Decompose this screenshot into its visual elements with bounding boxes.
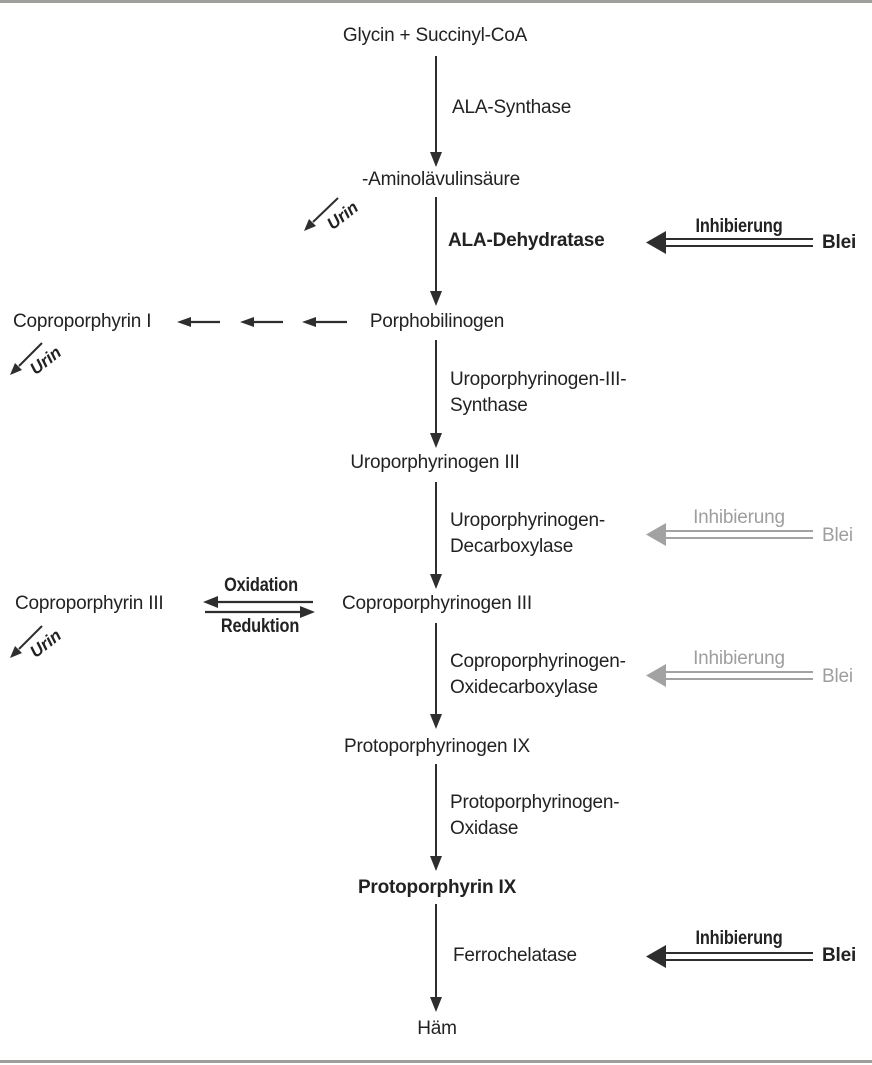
arrow-protoporphyrin-to-haem [430, 904, 442, 1012]
enzyme-ala-dehydratase: ALA-Dehydratase [448, 230, 605, 251]
top-border-line [0, 0, 872, 3]
enzyme-ferrochelatase: Ferrochelatase [453, 945, 577, 966]
enzyme-uroporphyrinogen-decarboxylase: Uroporphyrinogen- Decarboxylase [450, 510, 606, 557]
enzyme-protoporphyrinogen-oxidase: Protoporphyrinogen- Oxidase [450, 792, 620, 839]
label-reduktion: Reduktion [220, 616, 300, 637]
enzyme-coproporphyrinogen-oxidecarboxylase: Coproporphyrinogen- Oxidecarboxylase [450, 651, 626, 698]
arrow-ala-to-porphobilinogen [430, 197, 442, 306]
arrow-protoporphyrinogen-to-protoporphyrin [430, 764, 442, 871]
arrow-porphobilinogen-to-coproporphyrin-i-3 [302, 317, 347, 327]
node-glycin-succinyl-coa: Glycin + Succinyl-CoA [342, 25, 528, 46]
arrow-oxidation [203, 596, 313, 608]
label-inhibierung-4: Inhibierung [695, 928, 783, 949]
arrow-porphobilinogen-to-uroporphyrinogen [430, 340, 442, 448]
arrow-urin-1 [304, 197, 339, 231]
arrow-porphobilinogen-to-coproporphyrin-i-2 [240, 317, 283, 327]
node-aminolaevulinsaeure: -Aminolävulinsäure [362, 169, 520, 190]
arrow-glycin-to-ala [430, 56, 442, 167]
label-oxidation: Oxidation [224, 575, 298, 596]
label-blei-3: Blei [822, 666, 853, 687]
inhibition-arrow-coproporphyrinogen-oxidecarboxylase [646, 664, 813, 687]
enzyme-uroporphyrinogen-iii-synthase: Uroporphyrinogen-III- Synthase [450, 369, 627, 416]
node-uroporphyrinogen-iii: Uroporphyrinogen III [350, 452, 520, 473]
inhibition-arrow-uroporphyrinogen-decarboxylase [646, 523, 813, 546]
label-blei-4: Blei [822, 945, 857, 966]
node-coproporphyrin-i: Coproporphyrin I [13, 311, 152, 332]
node-protoporphyrin-ix: Protoporphyrin IX [357, 877, 517, 898]
label-blei-1: Blei [822, 232, 857, 253]
node-coproporphyrinogen-iii: Coproporphyrinogen III [342, 593, 532, 614]
label-blei-2: Blei [822, 525, 853, 546]
label-inhibierung-3: Inhibierung [693, 648, 785, 669]
bottom-border-line [0, 1060, 872, 1063]
arrow-urin-3 [10, 625, 43, 658]
inhibition-arrow-ala-dehydratase [646, 231, 813, 254]
enzyme-ala-synthase: ALA-Synthase [452, 97, 572, 118]
node-haem: Häm [417, 1018, 457, 1039]
node-protoporphyrinogen-ix: Protoporphyrinogen IX [344, 736, 530, 757]
inhibition-arrow-ferrochelatase [646, 945, 813, 968]
arrow-uroporphyrinogen-to-coproporphyrinogen [430, 482, 442, 589]
arrow-porphobilinogen-to-coproporphyrin-i-1 [177, 317, 220, 327]
arrow-coproporphyrinogen-to-protoporphyrinogen [430, 623, 442, 729]
arrow-urin-2 [10, 342, 43, 375]
arrow-reduktion [205, 606, 315, 618]
node-coproporphyrin-iii: Coproporphyrin III [15, 593, 164, 614]
node-porphobilinogen: Porphobilinogen [369, 311, 505, 332]
label-inhibierung-2: Inhibierung [693, 507, 785, 528]
label-inhibierung-1: Inhibierung [695, 216, 783, 237]
